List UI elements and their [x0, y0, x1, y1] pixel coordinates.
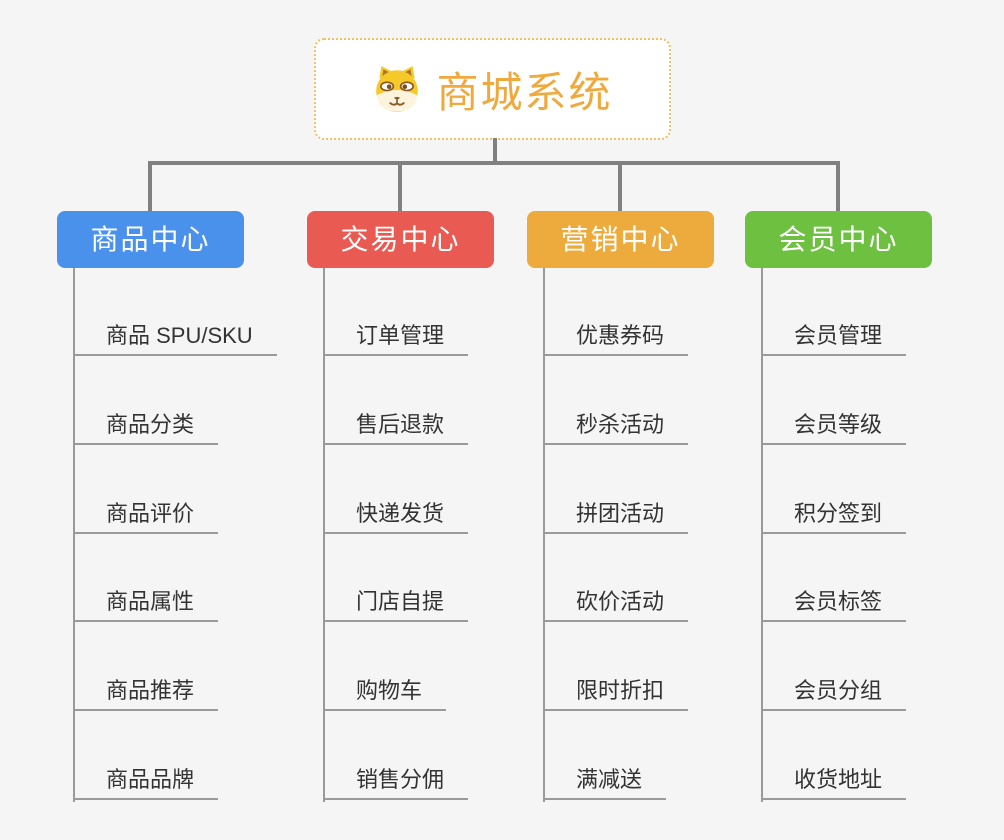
connector-drop-trade: [398, 163, 402, 211]
leaf-node[interactable]: 商品评价: [73, 498, 219, 534]
leaf-node[interactable]: 售后退款: [323, 409, 469, 445]
branch-line-product: [73, 268, 75, 802]
branch-header-trade[interactable]: 交易中心: [307, 211, 494, 268]
leaf-node[interactable]: 限时折扣: [543, 675, 689, 711]
root-title: 商城系统: [436, 68, 613, 116]
leaf-node[interactable]: 积分签到: [761, 498, 907, 534]
branch-line-trade: [323, 268, 325, 802]
leaf-node[interactable]: 砍价活动: [543, 586, 689, 622]
leaf-node[interactable]: 订单管理: [323, 320, 469, 356]
leaf-node[interactable]: 拼团活动: [543, 498, 689, 534]
leaf-node[interactable]: 优惠券码: [543, 320, 689, 356]
branch-header-marketing[interactable]: 营销中心: [527, 211, 714, 268]
leaf-node[interactable]: 会员标签: [761, 586, 907, 622]
branch-marketing-center: 营销中心 优惠券码 秒杀活动 拼团活动 砍价活动 限时折扣 满减送: [527, 211, 757, 811]
leaf-node[interactable]: 会员管理: [761, 320, 907, 356]
leaf-node[interactable]: 购物车: [323, 675, 447, 711]
branch-trade-center: 交易中心 订单管理 售后退款 快递发货 门店自提 购物车 销售分佣: [307, 211, 537, 811]
leaf-node[interactable]: 商品品牌: [73, 764, 219, 800]
branch-product-center: 商品中心 商品 SPU/SKU 商品分类 商品评价 商品属性 商品推荐 商品品牌: [57, 211, 287, 811]
root-node[interactable]: 商城系统: [314, 38, 671, 140]
connector-drop-marketing: [618, 163, 622, 211]
leaf-node[interactable]: 快递发货: [323, 498, 469, 534]
leaf-node[interactable]: 商品推荐: [73, 675, 219, 711]
leaf-node[interactable]: 商品分类: [73, 409, 219, 445]
shiba-dog-icon: [376, 66, 419, 112]
branch-header-product[interactable]: 商品中心: [57, 211, 244, 268]
connector-horizontal-bar: [148, 161, 840, 165]
leaf-node[interactable]: 秒杀活动: [543, 409, 689, 445]
leaf-node[interactable]: 商品 SPU/SKU: [73, 320, 277, 356]
leaf-node[interactable]: 收货地址: [761, 764, 907, 800]
connector-root-drop: [493, 138, 497, 163]
leaf-node[interactable]: 会员等级: [761, 409, 907, 445]
connector-drop-member: [836, 163, 840, 211]
leaf-node[interactable]: 会员分组: [761, 675, 907, 711]
leaf-node[interactable]: 销售分佣: [323, 764, 469, 800]
connector-drop-product: [148, 163, 152, 211]
branch-header-member[interactable]: 会员中心: [745, 211, 932, 268]
branch-member-center: 会员中心 会员管理 会员等级 积分签到 会员标签 会员分组 收货地址: [745, 211, 975, 811]
leaf-node[interactable]: 满减送: [543, 764, 667, 800]
leaf-node[interactable]: 商品属性: [73, 586, 219, 622]
branch-line-marketing: [543, 268, 545, 802]
leaf-node[interactable]: 门店自提: [323, 586, 469, 622]
branch-line-member: [761, 268, 763, 802]
